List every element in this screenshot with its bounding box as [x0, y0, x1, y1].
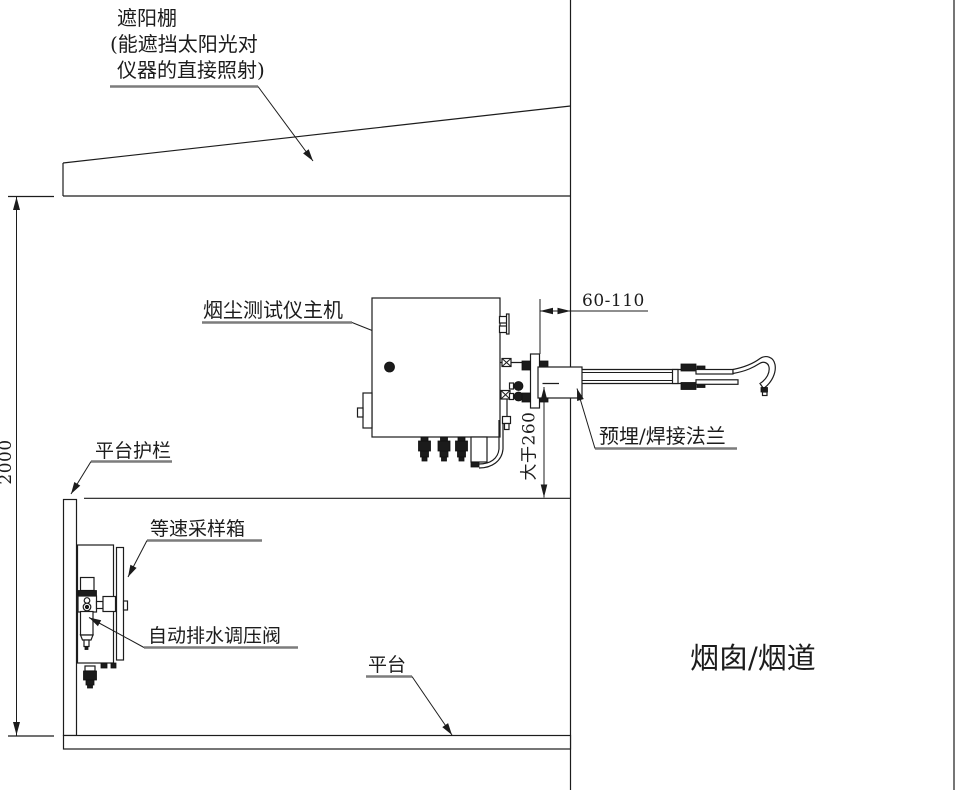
- dimension-60-110: 60-110: [539, 291, 648, 354]
- probe-hook-nozzle: [732, 356, 776, 390]
- valve-knob-top: [513, 381, 524, 391]
- main-unit: [356, 297, 524, 469]
- main-unit-knob: [384, 361, 395, 373]
- nozzle-band: [760, 387, 768, 393]
- sunshade-roof-line: [62, 105, 571, 164]
- probe-clamp-bottom: [680, 382, 697, 390]
- valve-bowl-taper: [79, 634, 94, 641]
- valve-side-tab: [95, 600, 104, 610]
- sampling-box-cover: [115, 546, 125, 661]
- drain-regulator-valve: [77, 576, 117, 650]
- sunshade-leader-arrow: [303, 149, 313, 161]
- guardrail-label: 平台护栏: [70, 440, 172, 495]
- pitot-prong-top: [695, 368, 734, 375]
- cable-gland: [437, 436, 451, 462]
- right-side-fittings: [498, 313, 524, 431]
- cable-gland: [455, 436, 468, 462]
- pitot-prong-bottom: [695, 379, 739, 385]
- bottom-cylinder-fitting: [470, 461, 480, 468]
- valve-top-cylinder: [79, 576, 95, 592]
- guardrail-leader-arrow: [71, 482, 81, 494]
- platform-deck: [62, 734, 572, 750]
- flange-assembly: [521, 353, 776, 409]
- sampling-box: [76, 544, 129, 689]
- drain-valve-label: 自动排水调压阀: [88, 617, 298, 649]
- valve-bowl: [79, 610, 94, 636]
- main-unit-latch: [362, 392, 373, 429]
- flange-label-text: 预埋/焊接法兰: [599, 424, 726, 448]
- platform-label: 平台: [366, 654, 453, 736]
- sample-tube-inner: [478, 420, 504, 469]
- nozzle-tip: [761, 391, 768, 397]
- dim-gt260-value: 大于260: [520, 412, 540, 481]
- sunshade-label-line1: 遮阳棚: [117, 6, 177, 30]
- flange-label: 预埋/焊接法兰: [576, 388, 737, 450]
- valve-collar: [77, 590, 97, 597]
- dim-2000-up-arrow: [13, 197, 20, 210]
- valve-drain: [83, 639, 90, 648]
- valve-drain-tip: [84, 646, 89, 650]
- cable-glands: [418, 436, 468, 462]
- drain-valve-label-text: 自动排水调压阀: [148, 625, 281, 647]
- sampling-box-label-text: 等速采样箱: [150, 518, 245, 540]
- dimension-2000: 2000: [0, 195, 54, 737]
- platform-leader-arrow: [442, 723, 452, 735]
- dim-60110-right-arrow: [557, 307, 571, 315]
- sample-tube-outer: [478, 420, 500, 465]
- sunshade-label: 遮阳棚 (能遮挡太阳光对 仪器的直接照射): [110, 6, 314, 162]
- platform-label-text: 平台: [368, 654, 406, 676]
- sampling-box-label: 等速采样箱: [127, 518, 262, 578]
- dim-2000-value: 2000: [0, 439, 16, 484]
- dim-60110-value: 60-110: [582, 291, 645, 311]
- sampling-box-hinge: [122, 600, 129, 611]
- sampling-probe: [582, 356, 776, 397]
- sunshade-label-line2: (能遮挡太阳光对: [110, 32, 258, 56]
- sunshade-leader-line: [257, 86, 314, 162]
- dim-60110-left-arrow: [540, 307, 553, 315]
- drain-valve-leader-arrow: [89, 617, 102, 627]
- sunshade-label-line3: 仪器的直接照射): [117, 58, 265, 82]
- sampling-box-leader-arrow: [128, 564, 137, 577]
- dimension-gt260: 大于260: [520, 382, 559, 498]
- platform-structure: [62, 497, 572, 750]
- cable-gland: [418, 436, 431, 462]
- sampling-box-connectors: [83, 662, 117, 689]
- main-unit-label-text: 烟尘测试仪主机: [203, 298, 343, 322]
- dim-2000-down-arrow: [13, 722, 20, 735]
- chimney-label: 烟囱/烟道: [690, 641, 816, 675]
- guardrail-label-text: 平台护栏: [95, 440, 171, 462]
- dim-gt260-up-arrow: [540, 387, 548, 400]
- flange-bolt: [521, 360, 531, 371]
- valve-bracket: [102, 595, 117, 613]
- flange-bolt: [521, 392, 531, 403]
- flange-leader-arrow: [577, 388, 584, 401]
- main-unit-latch-tab: [356, 407, 364, 418]
- guardrail-post: [62, 498, 78, 737]
- probe-clamp-top: [680, 363, 697, 372]
- sunshade: [62, 105, 571, 197]
- dim-gt260-down-arrow: [540, 484, 548, 498]
- bottom-cylinder: [470, 436, 488, 463]
